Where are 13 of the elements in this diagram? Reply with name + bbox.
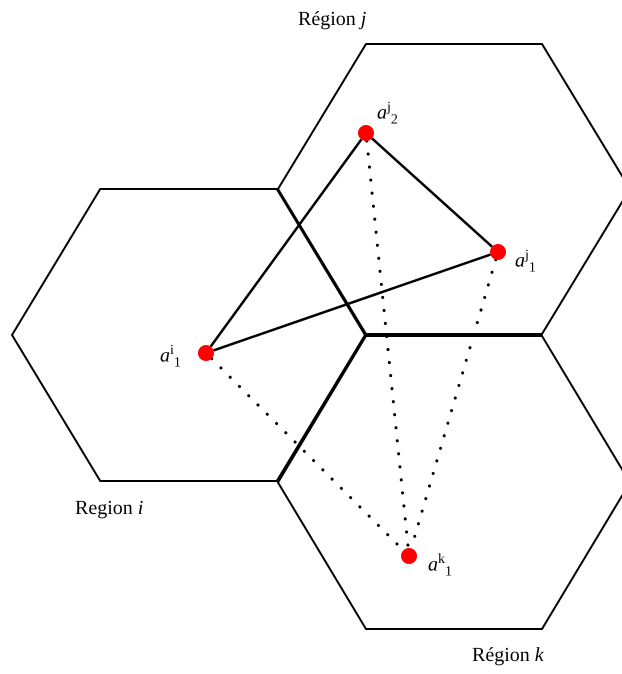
point-dot xyxy=(401,548,417,564)
point-dot xyxy=(198,345,214,361)
connector-line xyxy=(371,137,493,248)
region-label: Région k xyxy=(472,644,544,666)
connector-line xyxy=(213,253,491,352)
point-dot xyxy=(490,244,506,260)
hexagon-region xyxy=(278,335,622,630)
hexagon-region xyxy=(12,188,365,482)
region-label: Région j xyxy=(298,8,366,30)
connector-line xyxy=(210,138,362,348)
region-label: Region i xyxy=(75,497,144,519)
point-dot xyxy=(358,125,374,141)
hexagon-region xyxy=(278,43,622,335)
